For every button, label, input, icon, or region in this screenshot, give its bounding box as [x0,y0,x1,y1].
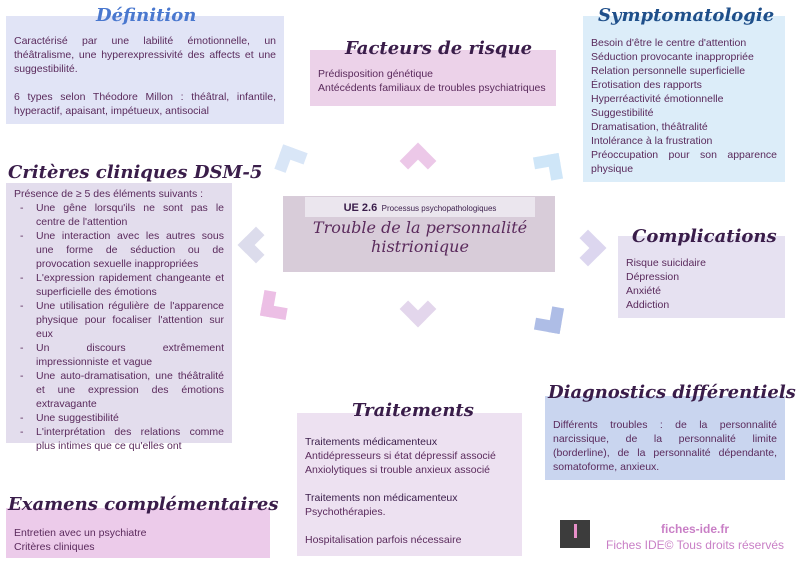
examen-item: Entretien avec un psychiatre [14,527,147,539]
complication-item: Dépression [626,271,680,283]
symptomatologie-title: Symptomatologie [598,5,775,26]
facteur-item: Prédisposition génétique [318,68,433,80]
arrow-down-right-icon [533,303,565,335]
ue-label: UE 2.6 [343,202,378,214]
dsm-item: Un discours extrêmement impressionniste … [20,341,224,369]
arrow-down-left-icon [259,289,291,321]
traitements-box: Traitements médicamenteux Antidépresseur… [297,413,522,556]
complication-item: Risque suicidaire [626,257,706,269]
facteur-item: Antécédents familiaux de troubles psychi… [318,82,546,94]
traitement-heading: Traitements non médicamenteux [305,492,458,504]
symptom-item: Dramatisation, théâtralité [591,121,708,133]
dsm-item: Une utilisation régulière de l'apparence… [20,299,224,341]
dsm-item: Une auto-dramatisation, une théâtralité … [20,369,224,411]
dsm-item: L'expression rapidement changeante et su… [20,271,224,299]
ue-band: UE 2.6 Processus psychopathologiques [305,197,535,217]
footer-copyright: Fiches IDE© Tous droits réservés [605,538,784,552]
symptom-item: Préoccupation pour son apparence physiqu… [591,149,777,175]
complications-title: Complications [632,226,777,247]
examens-title: Examens complémentaires [8,494,279,515]
fiches-ide-logo [560,520,590,548]
examen-item: Critères cliniques [14,541,95,553]
examens-box: Entretien avec un psychiatre Critères cl… [6,508,270,558]
traitement-item: Anxiolytiques si trouble anxieux associé [305,464,491,476]
dsm-box: Présence de ≥ 5 des éléments suivants : … [6,183,232,452]
symptom-item: Séduction provocante inappropriée [591,51,754,63]
arrow-right-icon [569,229,607,267]
dsm-item: Une gêne lorsqu'ils ne sont pas le centr… [20,201,224,229]
dsm-item: L'interprétation des relations comme plu… [20,425,224,453]
arrow-down-icon [399,290,437,328]
facteurs-title: Facteurs de risque [345,38,533,59]
definition-text: Caractérisé par une labilité émotionnell… [14,35,276,75]
center-title: Trouble de la personnalité histrionique [312,218,528,256]
symptom-item: Relation personnelle superficielle [591,65,746,77]
arrow-up-left-icon [274,144,308,178]
traitement-item: Psychothérapies. [305,506,386,518]
traitement-item: Hospitalisation parfois nécessaire [305,534,462,546]
traitement-heading: Traitements médicamenteux [305,436,438,448]
footer-site[interactable]: fiches-ide.fr [660,522,729,536]
facteurs-box: Prédisposition génétique Antécédents fam… [310,50,556,106]
complication-item: Anxiété [626,285,662,297]
dsm-title: Critères cliniques DSM-5 [8,162,263,183]
dsm-item: Une interaction avec les autres sous une… [20,229,224,271]
diagnostics-title: Diagnostics différentiels [548,382,796,403]
definition-types: 6 types selon Théodore Millon : théâtral… [14,91,276,117]
dsm-intro: Présence de ≥ 5 des éléments suivants : [14,188,204,200]
symptomatologie-box: Besoin d'être le centre d'attention Sédu… [583,16,785,182]
ue-sublabel: Processus psychopathologiques [381,204,497,213]
dsm-item: Une suggestibilité [20,411,224,425]
complication-item: Addiction [626,299,670,311]
symptom-item: Érotisation des rapports [591,79,702,91]
symptom-item: Suggestibilité [591,107,654,119]
traitement-item: Antidépresseurs si état dépressif associ… [305,450,496,462]
definition-box: Caractérisé par une labilité émotionnell… [6,16,284,124]
complications-box: Risque suicidaire Dépression Anxiété Add… [618,236,785,318]
arrow-up-icon [399,142,437,180]
definition-title: Définition [96,5,197,26]
arrow-up-right-icon [532,152,564,184]
symptom-item: Hyperréactivité émotionnelle [591,93,724,105]
diagnostics-box: Différents troubles : de la personnalité… [545,396,785,480]
traitements-title: Traitements [352,400,474,421]
diagnostics-text: Différents troubles : de la personnalité… [553,419,777,473]
arrow-left-icon [237,226,275,264]
symptom-item: Intolérance à la frustration [591,135,713,147]
symptom-item: Besoin d'être le centre d'attention [591,37,747,49]
